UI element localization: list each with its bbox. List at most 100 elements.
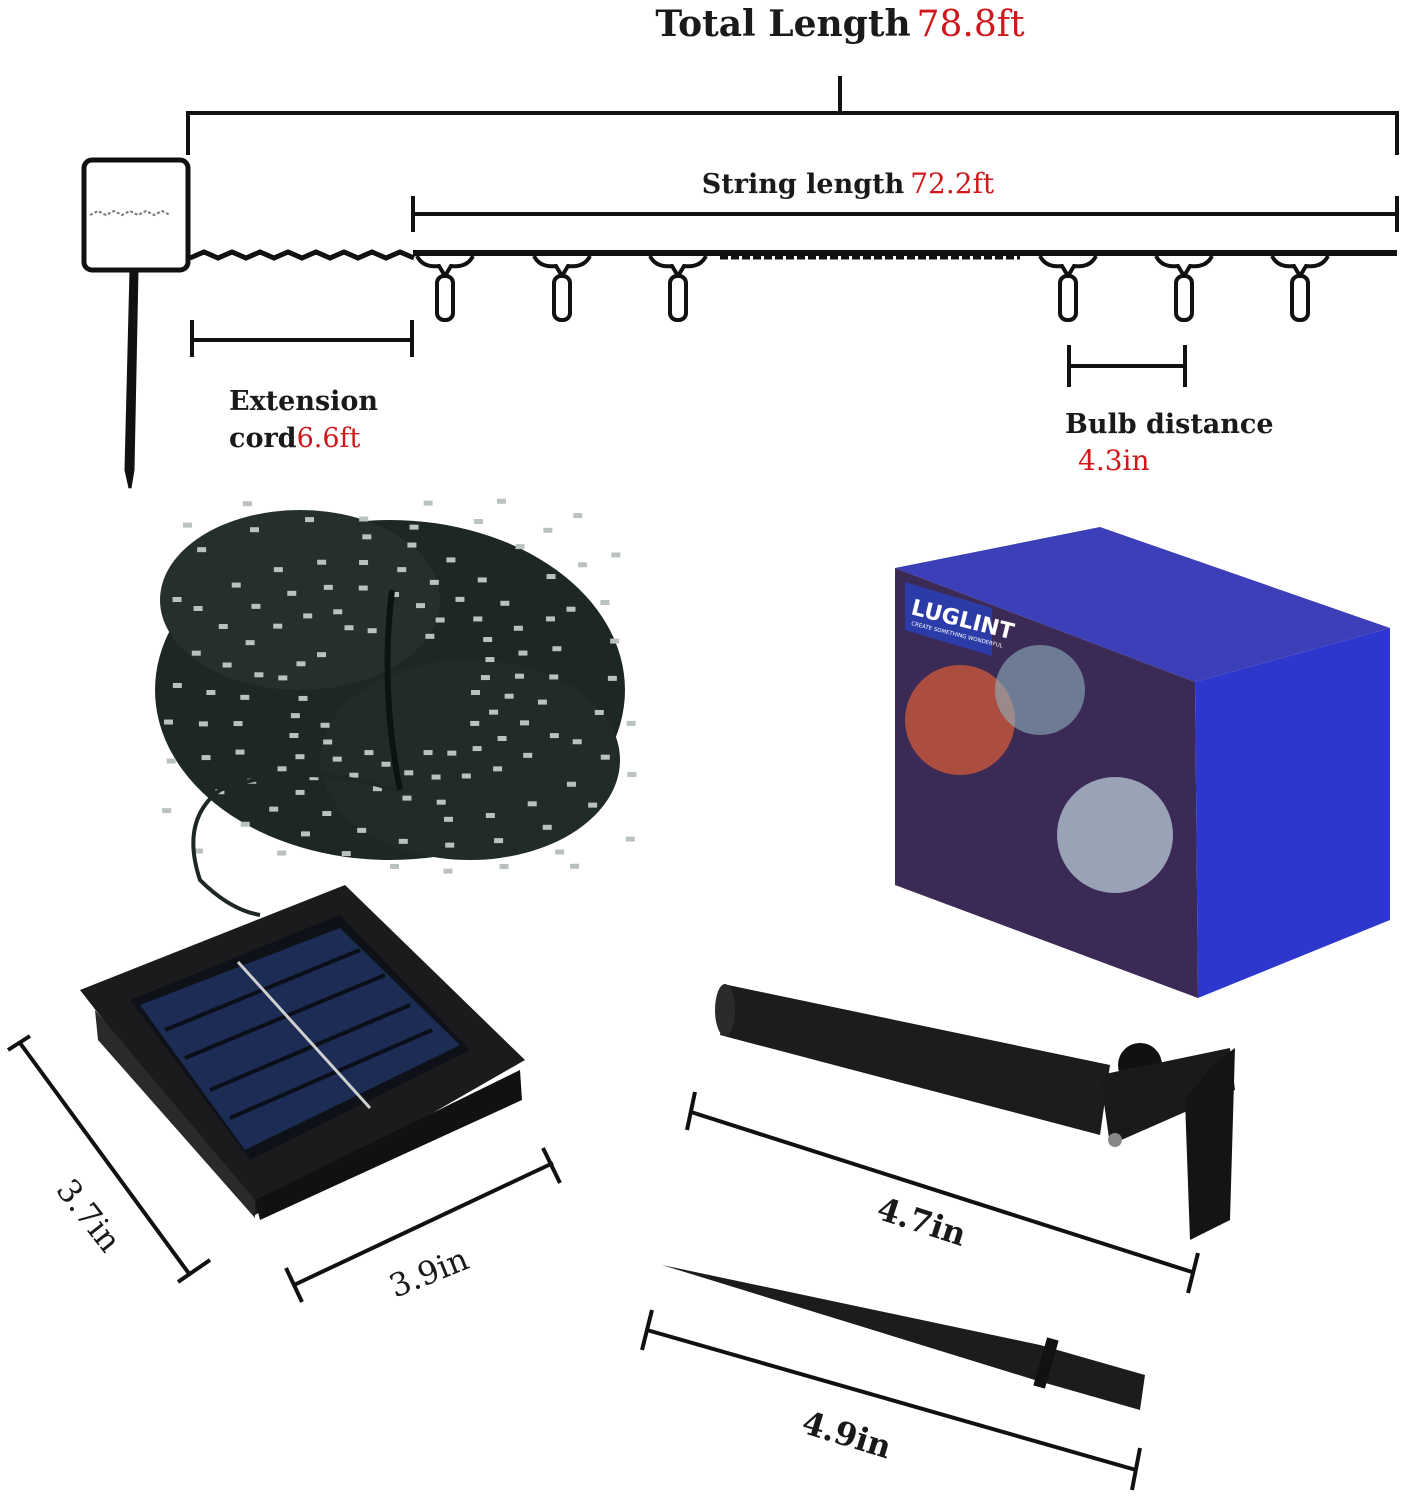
led-head <box>493 766 503 772</box>
extension-cord-label: Extension <box>229 386 378 417</box>
led-head <box>436 799 446 805</box>
led-head <box>367 628 377 634</box>
led-head <box>471 690 480 695</box>
led-head <box>322 811 332 817</box>
led-head <box>233 721 243 727</box>
led-head <box>251 603 261 609</box>
led-head <box>610 638 620 644</box>
led-head <box>572 739 582 745</box>
bulbs <box>415 254 1330 322</box>
led-head <box>296 661 306 667</box>
led-head <box>358 585 368 591</box>
led-head <box>289 733 299 738</box>
led-head <box>588 802 598 808</box>
led-head <box>305 517 315 523</box>
solar-width-dimension <box>284 1147 562 1303</box>
led-head <box>332 756 342 762</box>
led-head <box>357 827 367 833</box>
led-head <box>497 736 507 741</box>
led-head <box>206 690 216 695</box>
led-head <box>514 673 524 679</box>
led-head <box>474 518 484 524</box>
led-head <box>520 720 530 726</box>
led-head <box>344 625 354 631</box>
led-head <box>309 775 319 781</box>
led-head <box>611 552 621 558</box>
led-head <box>626 720 636 726</box>
led-head <box>537 699 547 705</box>
solar-panel-image <box>80 885 525 1220</box>
led-head <box>295 754 305 760</box>
led-head <box>341 851 351 857</box>
led-head <box>546 574 556 580</box>
led-head <box>277 850 287 856</box>
led-head <box>489 709 499 715</box>
led-head <box>303 613 313 619</box>
bulb-distance-value: 4.3in <box>1078 444 1150 477</box>
solar-controller-icon <box>81 157 191 489</box>
led-head <box>515 544 525 550</box>
led-head <box>381 761 391 767</box>
led-head <box>182 522 192 528</box>
led-head <box>499 864 509 870</box>
led-head <box>240 694 250 700</box>
mount-stake-value: 4.7in <box>873 1189 971 1253</box>
bulb-icon <box>1154 254 1214 322</box>
led-head <box>573 513 583 519</box>
led-head <box>172 682 182 688</box>
mount-stake-image <box>715 984 1235 1240</box>
led-head <box>172 597 182 602</box>
led-head <box>402 795 412 801</box>
led-head <box>594 709 604 715</box>
led-head <box>607 675 617 681</box>
led-head <box>254 672 264 678</box>
package-box-image: LUGLINT CREATE SOMETHING WONDERFUL <box>895 527 1390 998</box>
led-head <box>273 623 283 629</box>
led-head <box>496 498 506 504</box>
led-head <box>542 824 552 830</box>
led-head <box>461 773 471 779</box>
led-head <box>197 547 207 553</box>
led-head <box>549 674 559 680</box>
led-head <box>527 801 537 807</box>
led-head <box>278 675 288 681</box>
led-head <box>407 542 417 548</box>
led-head <box>455 596 465 602</box>
led-head <box>445 842 455 848</box>
led-head <box>201 755 211 761</box>
extension-wire <box>189 249 415 261</box>
led-head <box>290 713 300 719</box>
led-head <box>483 637 493 643</box>
led-head <box>431 774 441 780</box>
led-head <box>423 500 433 506</box>
led-head <box>390 592 399 597</box>
bulb-distance-label: Bulb distance <box>1065 409 1274 440</box>
led-head <box>566 781 576 787</box>
led-head <box>578 562 588 568</box>
led-head <box>404 770 414 776</box>
led-head <box>569 863 579 869</box>
led-head <box>625 836 635 842</box>
bulb-icon <box>532 254 592 322</box>
led-string-bundle-image <box>155 498 637 917</box>
led-head <box>398 838 408 844</box>
solar-width-value: 3.9in <box>384 1240 474 1306</box>
bulb-distance-bracket <box>1067 345 1187 387</box>
led-head <box>277 766 287 772</box>
led-head <box>435 617 445 623</box>
led-head <box>472 746 482 752</box>
led-head <box>317 559 327 565</box>
led-head <box>504 693 514 699</box>
led-head <box>627 771 637 777</box>
led-head <box>218 623 228 629</box>
led-head <box>193 848 203 854</box>
led-head <box>320 722 330 728</box>
solar-depth-dimension <box>6 1034 212 1284</box>
led-head <box>191 650 201 656</box>
led-head <box>429 579 439 585</box>
led-head <box>555 849 565 855</box>
led-head <box>359 516 369 522</box>
led-head <box>523 752 533 758</box>
led-head <box>500 600 510 606</box>
led-head <box>240 821 250 827</box>
